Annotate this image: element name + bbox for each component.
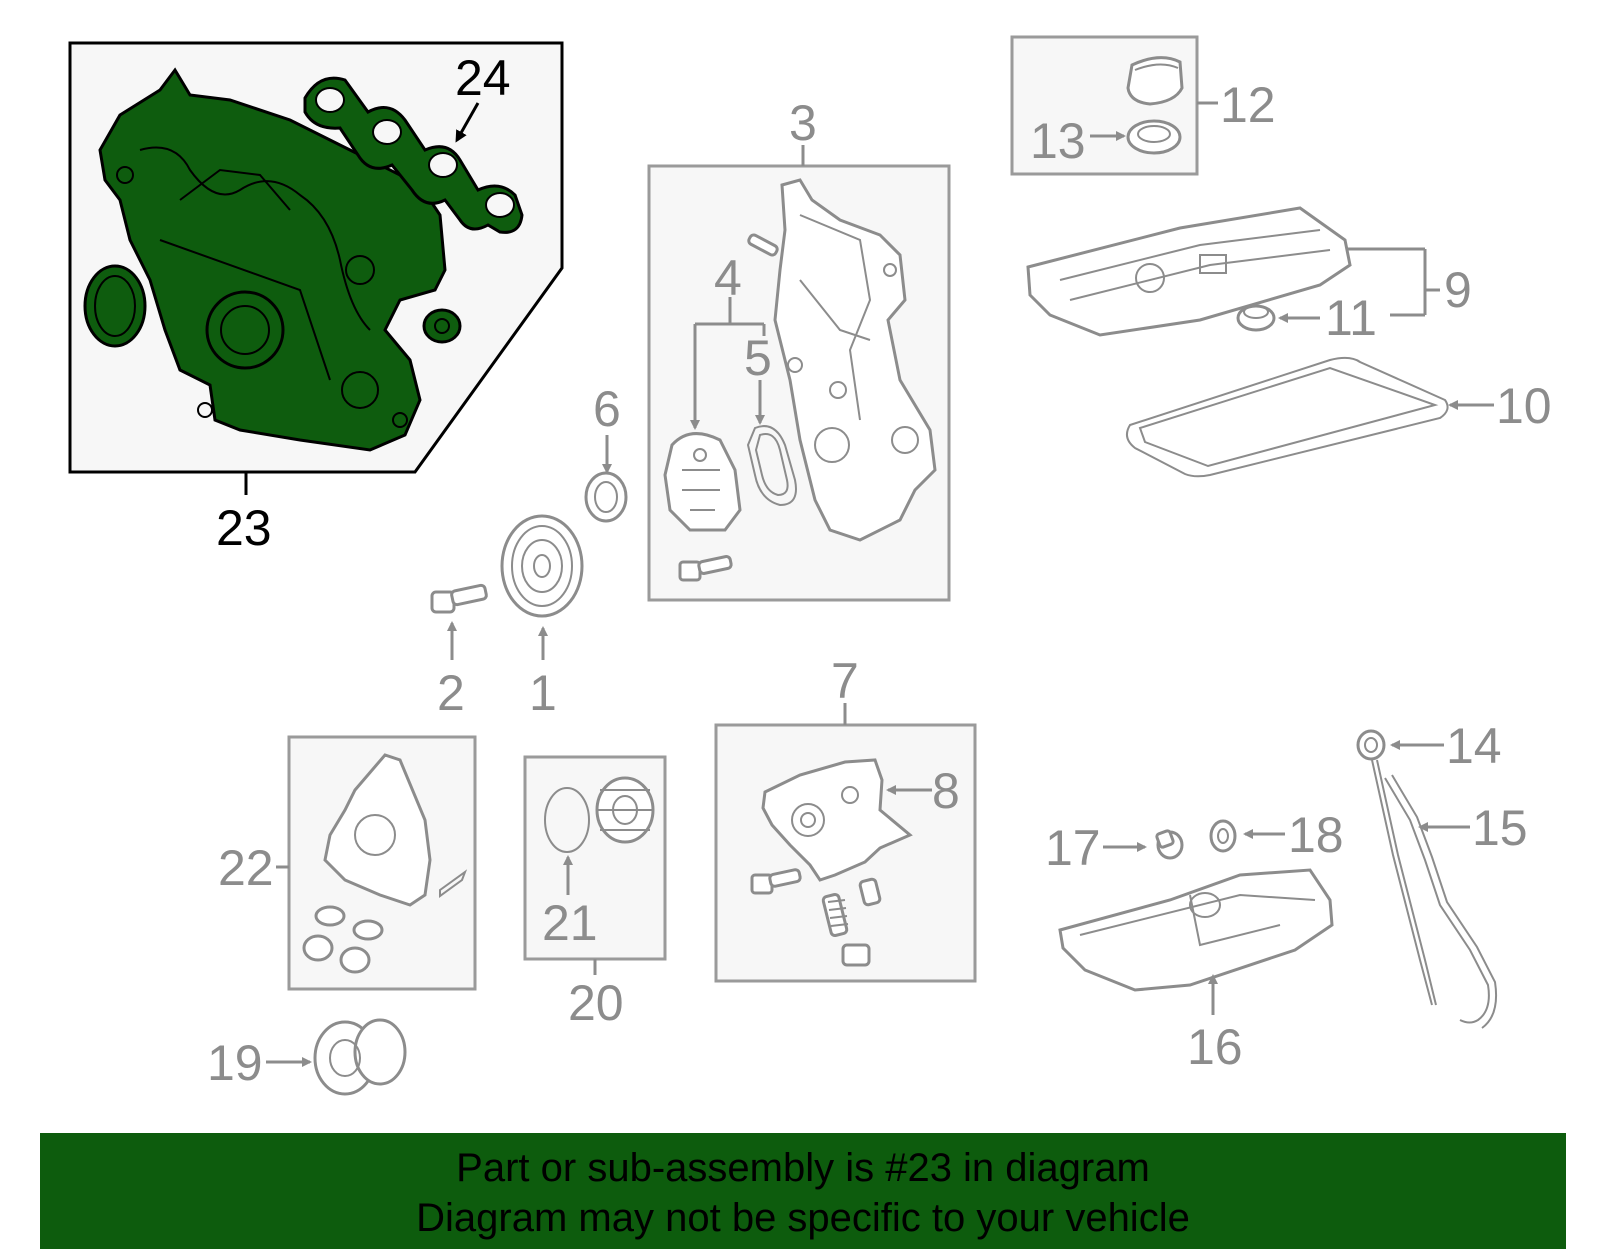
water-pump[interactable] (663, 432, 742, 532)
callout-10[interactable]: 10 (1496, 378, 1552, 434)
callout-23[interactable]: 23 (216, 500, 272, 556)
drain-plug-gasket[interactable] (1209, 819, 1237, 853)
housing-o-rings[interactable] (302, 905, 384, 974)
callout-17[interactable]: 17 (1045, 820, 1101, 876)
callout-8[interactable]: 8 (932, 763, 960, 819)
callout-11[interactable]: 11 (1325, 290, 1377, 346)
callout-24[interactable]: 24 (455, 50, 511, 106)
callout-22[interactable]: 22 (218, 840, 274, 896)
callout-12[interactable]: 12 (1220, 77, 1276, 133)
oil-pump-bolt[interactable] (750, 868, 802, 895)
filler-cap-gasket[interactable] (1126, 119, 1182, 155)
crank-pulley[interactable] (500, 514, 584, 618)
valve-cover-grommet[interactable] (1236, 304, 1276, 332)
callout-16[interactable]: 16 (1187, 1019, 1243, 1075)
dipstick[interactable] (1356, 729, 1437, 1006)
water-pump-gasket[interactable] (746, 425, 797, 507)
callout-19[interactable]: 19 (207, 1035, 263, 1091)
oil-filter-housing[interactable] (323, 753, 468, 907)
oil-pan[interactable] (1058, 868, 1334, 992)
relief-spring[interactable] (821, 893, 849, 937)
callout-1[interactable]: 1 (529, 665, 557, 721)
callout-6[interactable]: 6 (593, 381, 621, 437)
callout-4[interactable]: 4 (714, 250, 742, 306)
callout-2[interactable]: 2 (437, 665, 465, 721)
dipstick-guide[interactable] (1384, 774, 1498, 1029)
oil-pump[interactable] (761, 758, 913, 882)
callout-14[interactable]: 14 (1446, 718, 1502, 774)
gasket-24-highlighted[interactable] (303, 76, 524, 234)
relief-plunger[interactable] (858, 877, 882, 907)
drain-plug[interactable] (1155, 829, 1184, 860)
timing-cover-highlighted[interactable] (98, 67, 447, 452)
banner-line-1: Part or sub-assembly is #23 in diagram (456, 1146, 1150, 1190)
cover-bolt[interactable] (678, 555, 733, 582)
callout-15[interactable]: 15 (1472, 800, 1528, 856)
oil-filter-element[interactable] (595, 776, 655, 844)
callout-7[interactable]: 7 (831, 653, 859, 709)
plug-highlighted[interactable] (422, 308, 462, 344)
callout-18[interactable]: 18 (1288, 807, 1344, 863)
pulley-bolt[interactable] (430, 583, 488, 614)
callout-5[interactable]: 5 (744, 330, 772, 386)
leader-24 (455, 102, 480, 143)
oil-filler-cap[interactable] (1126, 56, 1184, 106)
timing-chain-cover[interactable] (773, 178, 937, 542)
relief-plug[interactable] (841, 943, 871, 967)
callout-20[interactable]: 20 (568, 975, 624, 1031)
parts-diagram: 24 23 3 4 5 6 (68, 35, 1552, 1096)
callout-3[interactable]: 3 (789, 95, 817, 151)
callout-13[interactable]: 13 (1030, 113, 1086, 169)
callout-21[interactable]: 21 (542, 895, 598, 951)
valve-cover-gasket[interactable] (1125, 356, 1449, 478)
banner-line-2: Diagram may not be specific to your vehi… (416, 1196, 1190, 1240)
filter-o-ring[interactable] (544, 787, 590, 853)
oil-filter-cap[interactable] (313, 1018, 407, 1096)
front-crank-seal[interactable] (584, 471, 628, 523)
seal-ring-highlighted[interactable] (83, 264, 147, 348)
info-banner: Part or sub-assembly is #23 in diagram D… (40, 1133, 1566, 1249)
callout-9[interactable]: 9 (1444, 262, 1472, 318)
dowel-pin[interactable] (747, 233, 779, 257)
valve-cover[interactable] (1026, 206, 1352, 337)
